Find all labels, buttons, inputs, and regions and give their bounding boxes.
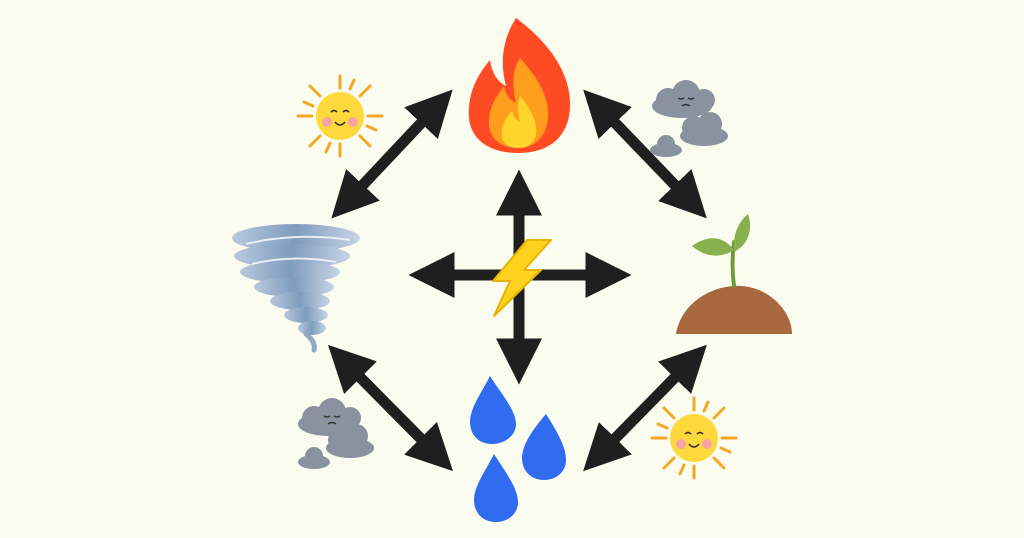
tornado-icon <box>232 224 360 353</box>
smiling-sun-icon <box>650 396 738 480</box>
arrow-earth-water <box>583 344 707 472</box>
arrow-fire-wind <box>331 89 453 219</box>
connector-arrows <box>327 89 707 472</box>
sprout-soil-icon <box>676 214 792 334</box>
arrow-fire-earth <box>583 89 707 219</box>
smiling-sun-icon <box>296 74 384 158</box>
lightning-bolt-icon <box>492 239 552 317</box>
sad-cloud-icon <box>650 80 728 157</box>
sad-cloud-icon <box>298 398 374 469</box>
fire-icon <box>468 18 571 153</box>
arrow-wind-water <box>327 344 454 472</box>
water-drops-icon <box>470 376 566 522</box>
